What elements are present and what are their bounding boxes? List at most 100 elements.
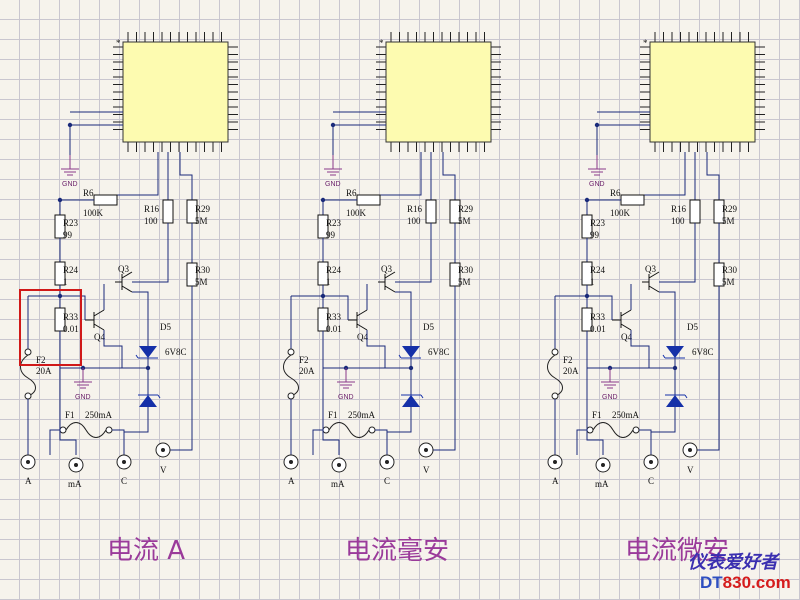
label-terminal-c: C [648, 476, 654, 486]
label-r33-value: 0.01 [63, 324, 79, 334]
label-r23-value: 99 [326, 230, 336, 240]
label-r24-value: 1 [326, 277, 331, 287]
junction-r6 [584, 197, 590, 203]
fuse-f1 [592, 422, 634, 438]
caption-current-milliamps: 电流毫安 [345, 536, 450, 566]
transistor-q3-collector [121, 271, 133, 279]
wire-r16-q3 [132, 223, 169, 283]
terminal-c-core [122, 460, 126, 464]
label-terminal-ma: mA [331, 479, 345, 489]
transistor-q3-collector [384, 271, 396, 279]
wire-q4-out [103, 330, 123, 368]
resistor-r16 [425, 199, 437, 224]
fuse-f1-end-left [59, 426, 67, 434]
chip-pin1-marker: * [643, 38, 648, 48]
label-r24: R24 [63, 265, 79, 275]
terminal-ma-core [74, 463, 78, 467]
wire-q4-out [630, 330, 650, 368]
resistor-r16 [162, 199, 174, 224]
watermark-url-prefix: DT [700, 573, 723, 592]
highlight-box-shunt [19, 289, 82, 366]
label-r30-value: 5M [722, 277, 735, 287]
label-q3: Q3 [645, 264, 656, 274]
wire-chip-r29 [442, 152, 456, 200]
label-f2-value: 20A [36, 366, 52, 376]
wire-r30-v [163, 286, 193, 451]
label-terminal-ma: mA [68, 479, 82, 489]
label-r6: R6 [346, 188, 357, 198]
gnd-bottom-label: GND [338, 394, 354, 401]
label-f1-value: 250mA [348, 410, 376, 420]
label-terminal-a: A [25, 476, 32, 486]
junction-gnd [330, 122, 336, 128]
wire-chip-r6 [112, 152, 159, 196]
diode-d5-upper-bar-tip [135, 354, 139, 359]
transistor-q4-emitter [620, 323, 632, 331]
diode-d5-lower-bar-tip [684, 394, 688, 399]
label-f2-value: 20A [563, 366, 579, 376]
wire-chip-r29 [179, 152, 193, 200]
label-f1-value: 250mA [85, 410, 113, 420]
label-r23-value: 99 [590, 230, 600, 240]
caption-current-amps: 电流 A [107, 536, 186, 566]
diode-d5-upper-body [139, 346, 157, 358]
wire-r33-bottom [322, 331, 385, 369]
terminal-v-core [424, 448, 428, 452]
terminal-c-core [649, 460, 653, 464]
label-f2: F2 [36, 355, 46, 365]
diode-d5-upper-bar-tip [662, 354, 666, 359]
label-r23: R23 [590, 218, 606, 228]
label-r24-value: 1 [590, 277, 595, 287]
label-r23-value: 99 [63, 230, 73, 240]
wire-f1-left [49, 429, 63, 455]
label-f2-value: 20A [299, 366, 315, 376]
fuse-f1-end-right [368, 426, 376, 434]
label-r16: R16 [407, 204, 423, 214]
diode-d5-lower-body [666, 395, 684, 407]
label-r23: R23 [63, 218, 79, 228]
label-r29: R29 [458, 204, 474, 214]
wire-r24-q4 [587, 295, 613, 320]
wire-r33-bottom [59, 331, 122, 369]
label-r24: R24 [326, 265, 342, 275]
wire-r24-q4 [323, 295, 349, 320]
wire-q3-d5 [659, 291, 676, 320]
chip-pin1-marker: * [379, 38, 384, 48]
label-r30: R30 [722, 265, 738, 275]
label-terminal-c: C [121, 476, 127, 486]
label-r29: R29 [195, 204, 211, 214]
label-r33: R33 [63, 312, 79, 322]
label-terminal-v: V [160, 465, 167, 475]
resistor-r16 [689, 199, 701, 224]
label-r6-value: 100K [346, 208, 367, 218]
diode-d5-upper-body [666, 346, 684, 358]
resistor-r6 [356, 194, 381, 206]
label-r16-value: 100 [407, 216, 421, 226]
fuse-f2-end-bottom [24, 392, 32, 400]
wire-q4-out [366, 330, 386, 368]
watermark-url-suffix: 830.com [722, 573, 791, 592]
wire-d5-bottom [124, 407, 149, 433]
label-r33: R33 [326, 312, 342, 322]
label-f1-value: 250mA [612, 410, 640, 420]
transistor-q3-emitter [384, 285, 396, 293]
label-r29: R29 [722, 204, 738, 214]
terminal-ma-core [601, 463, 605, 467]
diode-d5-lower-body [139, 395, 157, 407]
gnd-top-label: GND [325, 181, 341, 188]
label-f1: F1 [592, 410, 602, 420]
transistor-q4-emitter [356, 323, 368, 331]
label-r33-value: 0.01 [326, 324, 342, 334]
junction-gnd [67, 122, 73, 128]
watermark-title: 仪表爱好者 [688, 552, 778, 573]
mcu-chip [122, 41, 229, 143]
label-q3: Q3 [381, 264, 392, 274]
wire-r30-v [690, 286, 720, 451]
terminal-a-core [289, 460, 293, 464]
fuse-f2-end-top [24, 348, 32, 356]
diode-d5-upper-bar-tip [398, 354, 402, 359]
label-r30: R30 [458, 265, 474, 275]
transistor-q4-collector [620, 309, 632, 317]
